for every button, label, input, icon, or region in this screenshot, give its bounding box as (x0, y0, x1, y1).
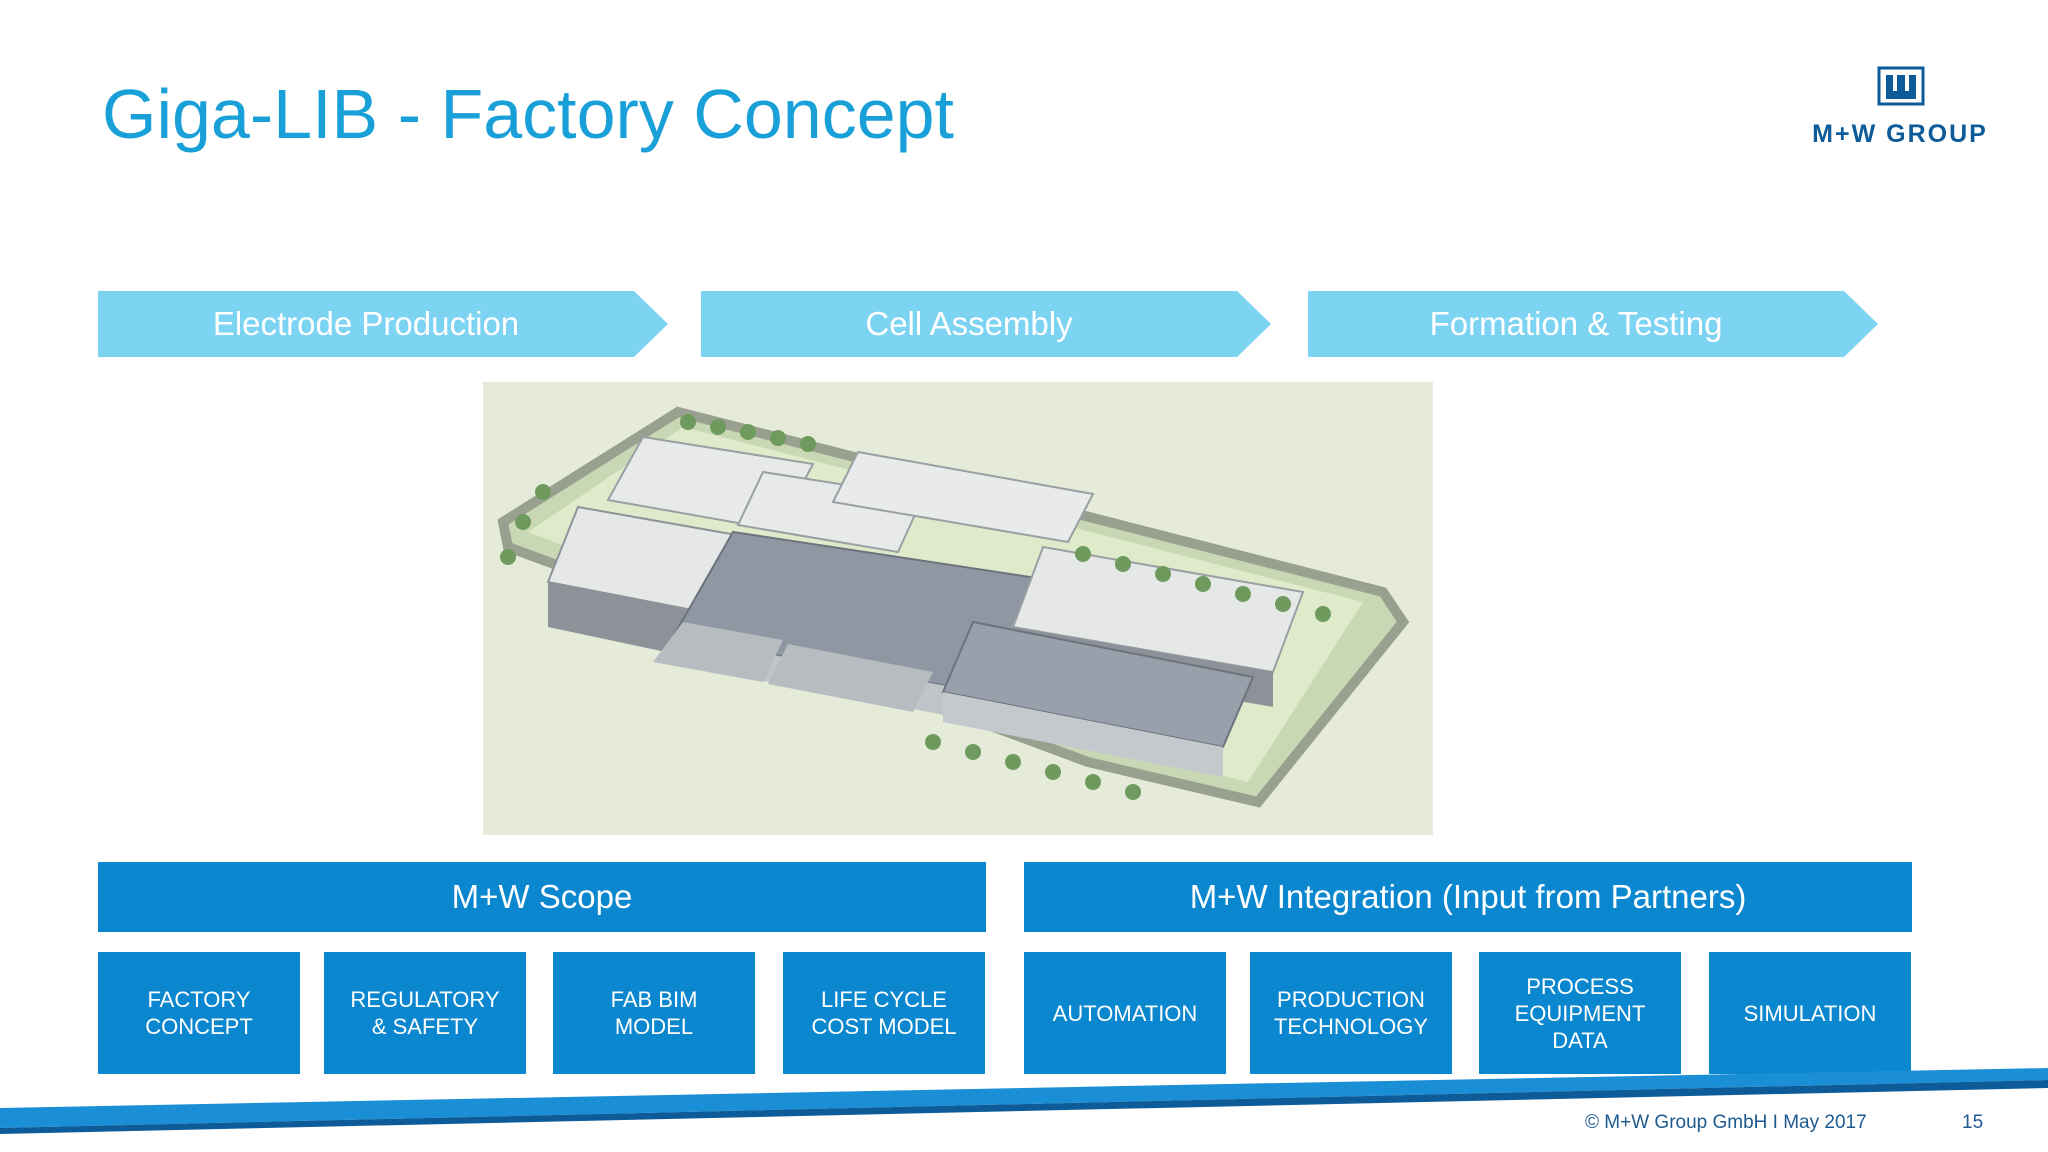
mw-scope-header: M+W Scope (98, 862, 986, 932)
process-step-label: Formation & Testing (1429, 305, 1723, 342)
process-step-electrode-production: Electrode Production (98, 291, 668, 357)
scope-item-regulatory-safety: REGULATORY & SAFETY (324, 952, 526, 1074)
scope-item-factory-concept: FACTORY CONCEPT (98, 952, 300, 1074)
footer-copyright: © M+W Group GmbH I May 2017 (1585, 1112, 1867, 1133)
integration-item-automation: AUTOMATION (1024, 952, 1226, 1074)
mw-integration-header: M+W Integration (Input from Partners) (1024, 862, 1912, 932)
factory-rendering (483, 382, 1433, 835)
process-step-label: Electrode Production (212, 305, 520, 342)
scope-item-life-cycle-cost-model: LIFE CYCLE COST MODEL (783, 952, 985, 1074)
integration-item-production-technology: PRODUCTION TECHNOLOGY (1250, 952, 1452, 1074)
company-logo: M+W GROUP (1805, 66, 1995, 156)
logo-text: M+W GROUP (1812, 120, 1988, 148)
process-step-label: Cell Assembly (865, 305, 1073, 342)
scope-item-fab-bim-model: FAB BIM MODEL (553, 952, 755, 1074)
integration-item-simulation: SIMULATION (1709, 952, 1911, 1074)
process-step-cell-assembly: Cell Assembly (701, 291, 1271, 357)
footer-swoosh (0, 1068, 2048, 1134)
integration-item-process-equipment-data: PROCESS EQUIPMENT DATA (1479, 952, 1681, 1074)
process-step-formation-testing: Formation & Testing (1308, 291, 1878, 357)
mw-logo-icon (1877, 66, 1925, 106)
page-number: 15 (1962, 1112, 1984, 1133)
slide-title: Giga-LIB - Factory Concept (102, 75, 954, 153)
